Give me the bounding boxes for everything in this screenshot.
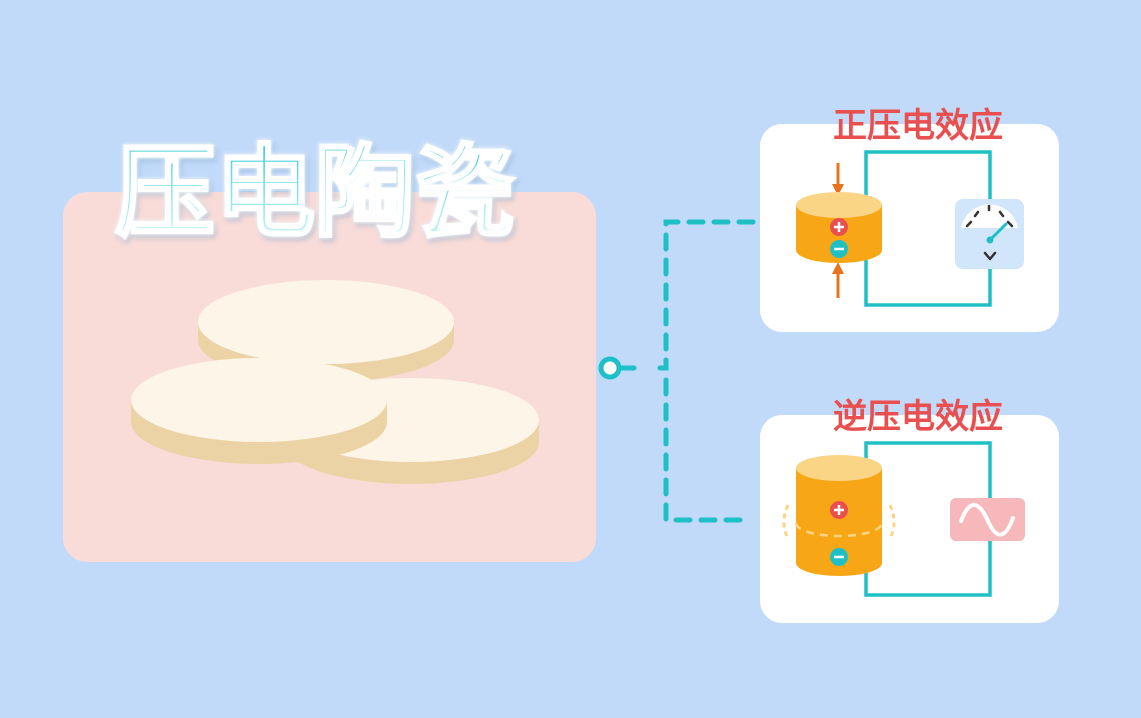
ac-source-icon (950, 498, 1025, 541)
dashed-connector-top (657, 219, 761, 371)
vibration-wave-icon (782, 504, 896, 540)
page-title: 压电陶瓷 (114, 128, 555, 258)
battery-icon (796, 192, 882, 263)
dashed-connector-bottom (663, 377, 748, 523)
inverse-effect-title: 逆压电效应 (833, 397, 1003, 437)
direct-effect-title: 正压电效应 (833, 106, 1003, 146)
pressure-arrow-icon (832, 262, 844, 298)
pressure-arrow-icon (832, 163, 844, 196)
meter-icon (955, 199, 1024, 269)
connector-node-icon (598, 356, 637, 380)
ceramic-disc-icon (131, 358, 387, 464)
battery-icon (794, 455, 884, 576)
